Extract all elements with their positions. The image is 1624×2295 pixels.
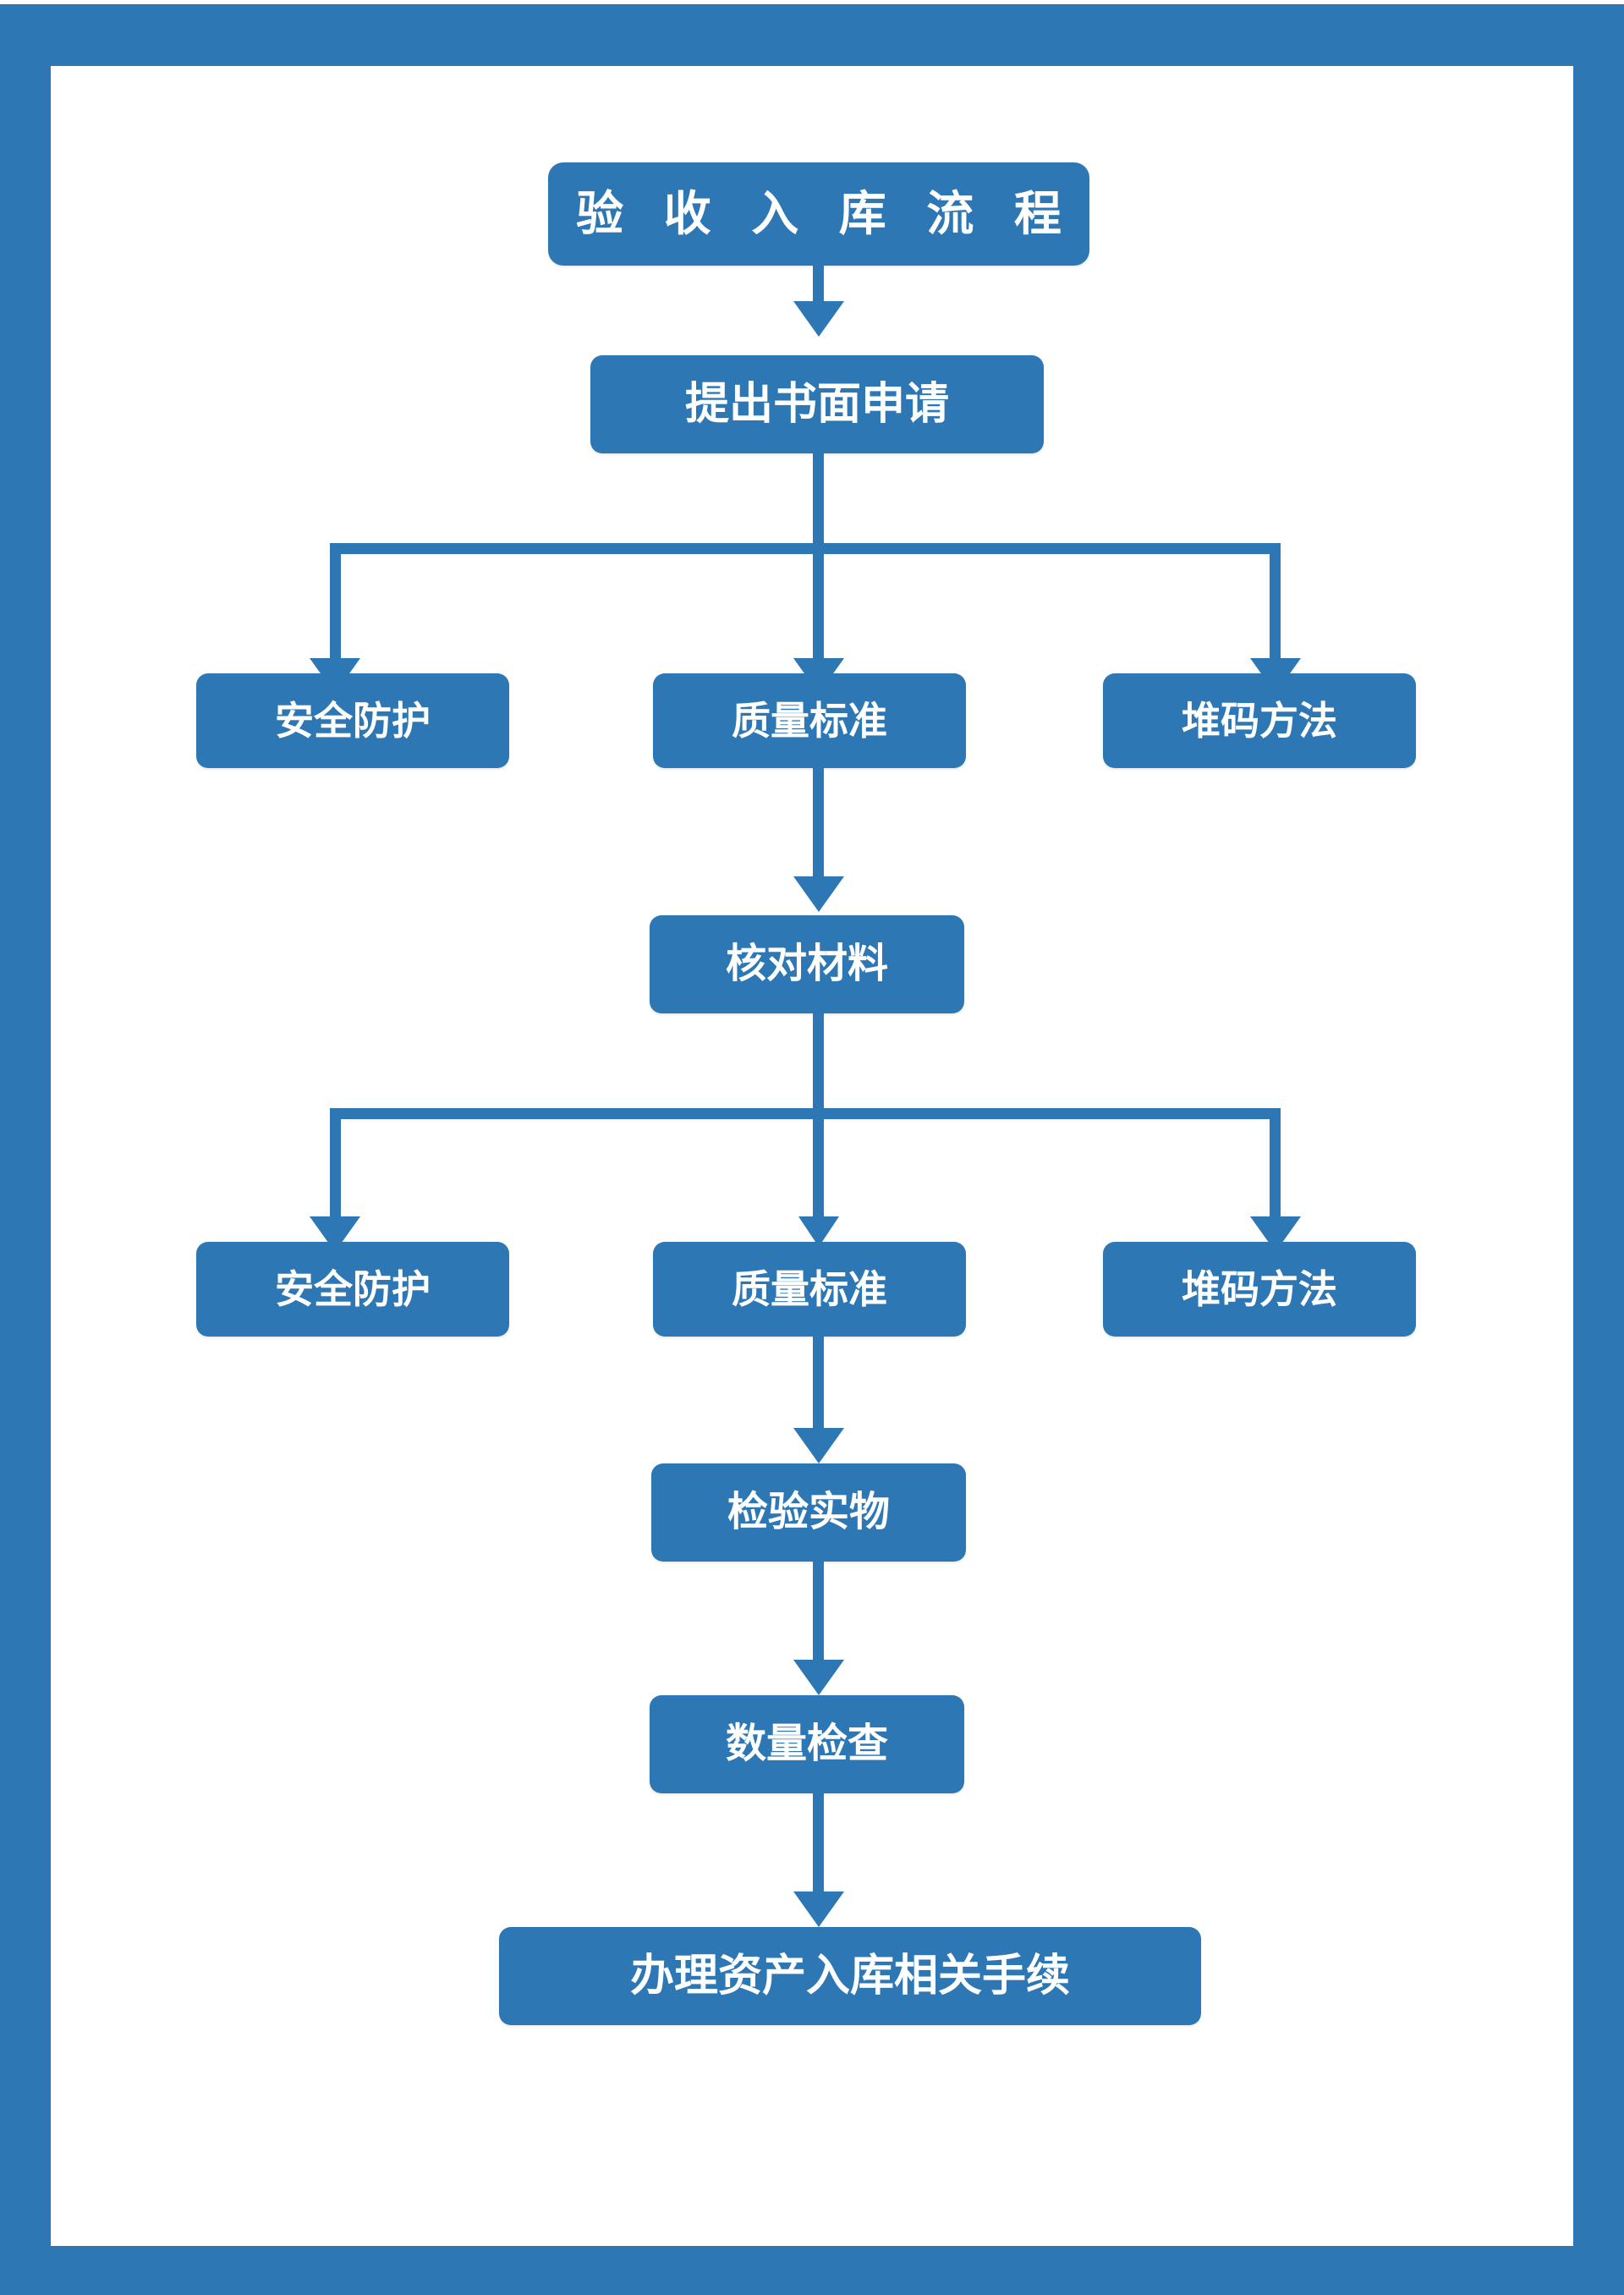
- node-check-materials[interactable]: 核对材料: [650, 915, 964, 1013]
- connector-quality-to-checkdocs-line: [813, 768, 824, 880]
- node-branch1-quality-standard[interactable]: 质量标准: [653, 673, 966, 768]
- connector-quantity-to-final-arrow: [793, 1891, 844, 1927]
- connector-inspect-to-quantity-arrow: [793, 1660, 844, 1695]
- branch1-left-leg: [330, 543, 341, 662]
- connector-inspect-to-quantity-line: [813, 1562, 824, 1663]
- branch1-right-leg: [1270, 543, 1281, 662]
- flowchart-canvas: 验 收 入 库 流 程 提出书面申请 安全防护 质量标准 堆码方法 核对材料: [51, 66, 1573, 2246]
- branch1-horizontal-bus: [330, 543, 1281, 554]
- node-submit-written-application[interactable]: 提出书面申请: [590, 355, 1044, 453]
- connector-quality-to-checkdocs-arrow: [793, 876, 844, 912]
- branch2-center-leg: [813, 1108, 824, 1220]
- branch2-horizontal-bus: [330, 1108, 1281, 1119]
- connector-title-to-apply-arrow: [793, 301, 844, 337]
- node-inspect-physical-goods[interactable]: 检验实物: [651, 1463, 966, 1562]
- connector-quality2-to-inspect-arrow: [793, 1428, 844, 1463]
- node-title-acceptance-process[interactable]: 验 收 入 库 流 程: [548, 162, 1089, 266]
- branch2-left-leg: [330, 1108, 341, 1220]
- connector-quantity-to-final-line: [813, 1793, 824, 1895]
- node-branch2-safety-protection[interactable]: 安全防护: [196, 1242, 509, 1337]
- connector-quality2-to-inspect-line: [813, 1337, 824, 1431]
- branch1-trunk-line: [813, 453, 824, 548]
- branch2-trunk-line: [813, 1013, 824, 1115]
- node-quantity-check[interactable]: 数量检查: [650, 1695, 964, 1793]
- branch2-right-leg: [1270, 1108, 1281, 1220]
- node-branch2-stacking-method[interactable]: 堆码方法: [1103, 1242, 1416, 1337]
- node-branch1-safety-protection[interactable]: 安全防护: [196, 673, 509, 768]
- node-branch1-stacking-method[interactable]: 堆码方法: [1103, 673, 1416, 768]
- connector-title-to-apply-line: [813, 266, 824, 306]
- node-branch2-quality-standard[interactable]: 质量标准: [653, 1242, 966, 1337]
- node-complete-asset-warehousing-formalities[interactable]: 办理资产入库相关手续: [499, 1927, 1201, 2025]
- frame-top-highlight: [0, 0, 1624, 4]
- branch1-center-leg: [813, 543, 824, 662]
